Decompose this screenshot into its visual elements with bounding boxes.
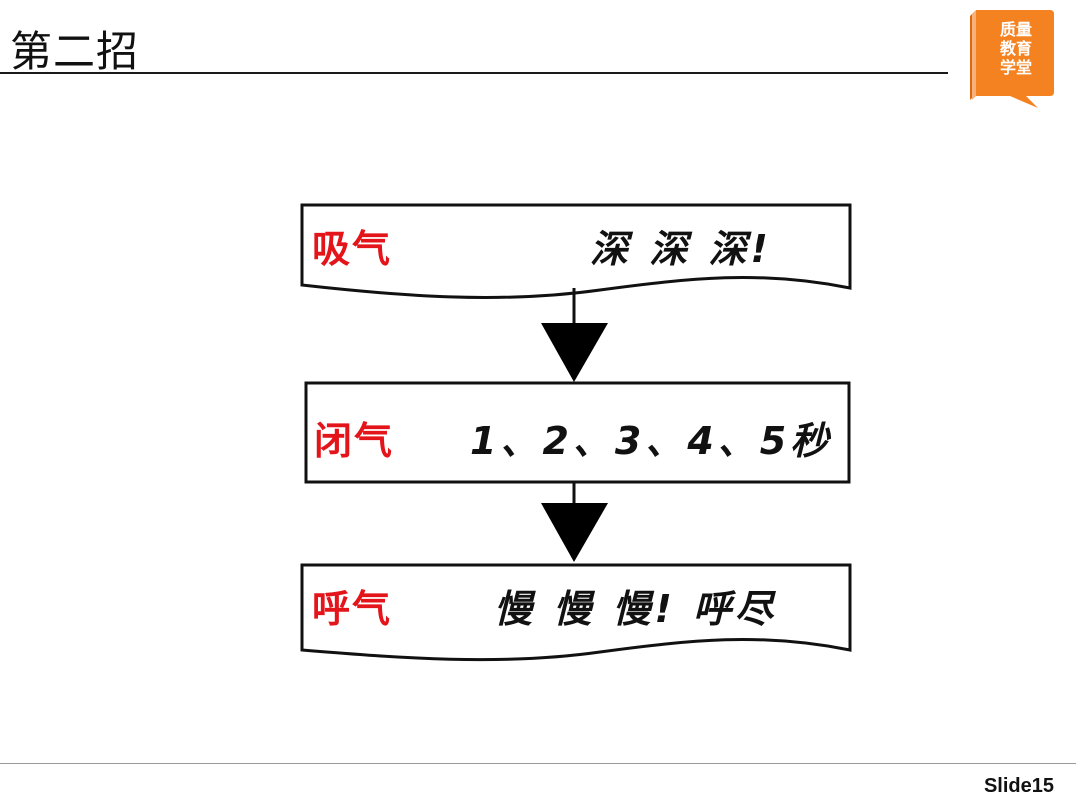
- step-box-hold: [304, 381, 851, 484]
- step-box-exhale: [300, 563, 852, 662]
- step-label-hold: 闭气: [314, 419, 395, 463]
- step-text-hold: 1、2、3、4、5秒: [470, 419, 833, 463]
- book-logo-icon: [970, 10, 1054, 108]
- title-divider: [0, 72, 948, 74]
- step-label-exhale: 呼气: [312, 587, 393, 631]
- step-label-inhale: 吸气: [312, 227, 393, 271]
- step-text-inhale: 深 深 深!: [590, 227, 772, 271]
- slide-title: 第二招: [10, 27, 140, 76]
- arrow-down-icon: [541, 503, 608, 562]
- slide-number: Slide15: [983, 775, 1054, 797]
- logo-line: 教育: [999, 39, 1032, 58]
- logo-line: 质量: [999, 20, 1032, 39]
- arrow-down-icon: [541, 323, 608, 382]
- step-text-exhale: 慢 慢 慢! 呼尽: [494, 587, 778, 631]
- step-box-inhale: [300, 203, 852, 299]
- footer-divider: [0, 763, 1076, 764]
- logo-line: 学堂: [999, 58, 1032, 77]
- brand-logo: 质量 教育 学堂: [966, 8, 1058, 112]
